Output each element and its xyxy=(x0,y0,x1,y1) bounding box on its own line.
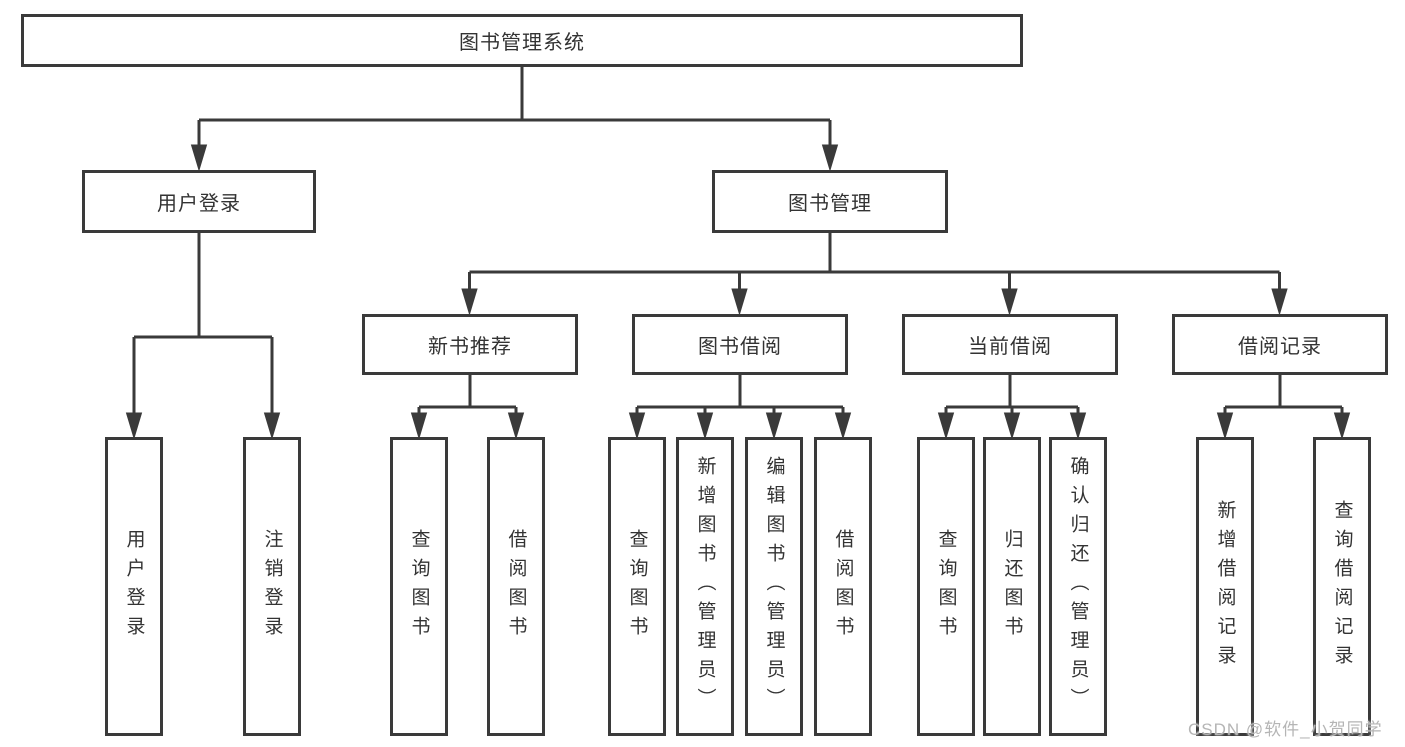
leaf-label: 借阅图书 xyxy=(832,528,854,645)
leaf-label: 查询借阅记录 xyxy=(1331,499,1353,674)
leaf-label: 注销登录 xyxy=(261,528,283,645)
leaf-borrow-book-1: 借阅图书 xyxy=(487,437,545,736)
leaf-query-book-1: 查询图书 xyxy=(390,437,448,736)
leaf-return-book: 归还图书 xyxy=(983,437,1041,736)
leaf-borrow-book-2: 借阅图书 xyxy=(814,437,872,736)
node-book-borrow: 图书借阅 xyxy=(632,314,848,375)
node-book-management: 图书管理 xyxy=(712,170,948,233)
leaf-query-borrow-record: 查询借阅记录 xyxy=(1313,437,1371,736)
leaf-logout: 注销登录 xyxy=(243,437,301,736)
leaf-label: 新增借阅记录 xyxy=(1214,499,1236,674)
leaf-user-login: 用户登录 xyxy=(105,437,163,736)
leaf-query-book-2: 查询图书 xyxy=(608,437,666,736)
leaf-label: 新增图书（管理员） xyxy=(694,456,716,717)
node-borrow-record: 借阅记录 xyxy=(1172,314,1388,375)
node-library-management-system: 图书管理系统 xyxy=(21,14,1023,67)
leaf-query-book-3: 查询图书 xyxy=(917,437,975,736)
leaf-confirm-return-admin: 确认归还（管理员） xyxy=(1049,437,1107,736)
node-new-book-recommend: 新书推荐 xyxy=(362,314,578,375)
leaf-label: 查询图书 xyxy=(626,528,648,645)
leaf-label: 确认归还（管理员） xyxy=(1067,456,1089,717)
leaf-label: 查询图书 xyxy=(935,528,957,645)
leaf-add-borrow-record: 新增借阅记录 xyxy=(1196,437,1254,736)
leaf-label: 借阅图书 xyxy=(505,528,527,645)
leaf-add-book-admin: 新增图书（管理员） xyxy=(676,437,734,736)
node-current-borrow: 当前借阅 xyxy=(902,314,1118,375)
node-user-login: 用户登录 xyxy=(82,170,316,233)
leaf-label: 编辑图书（管理员） xyxy=(763,456,785,717)
csdn-watermark: CSDN @软件_小贺同学 xyxy=(1188,720,1383,739)
leaf-label: 查询图书 xyxy=(408,528,430,645)
leaf-label: 归还图书 xyxy=(1001,528,1023,645)
leaf-edit-book-admin: 编辑图书（管理员） xyxy=(745,437,803,736)
leaf-label: 用户登录 xyxy=(123,528,145,645)
